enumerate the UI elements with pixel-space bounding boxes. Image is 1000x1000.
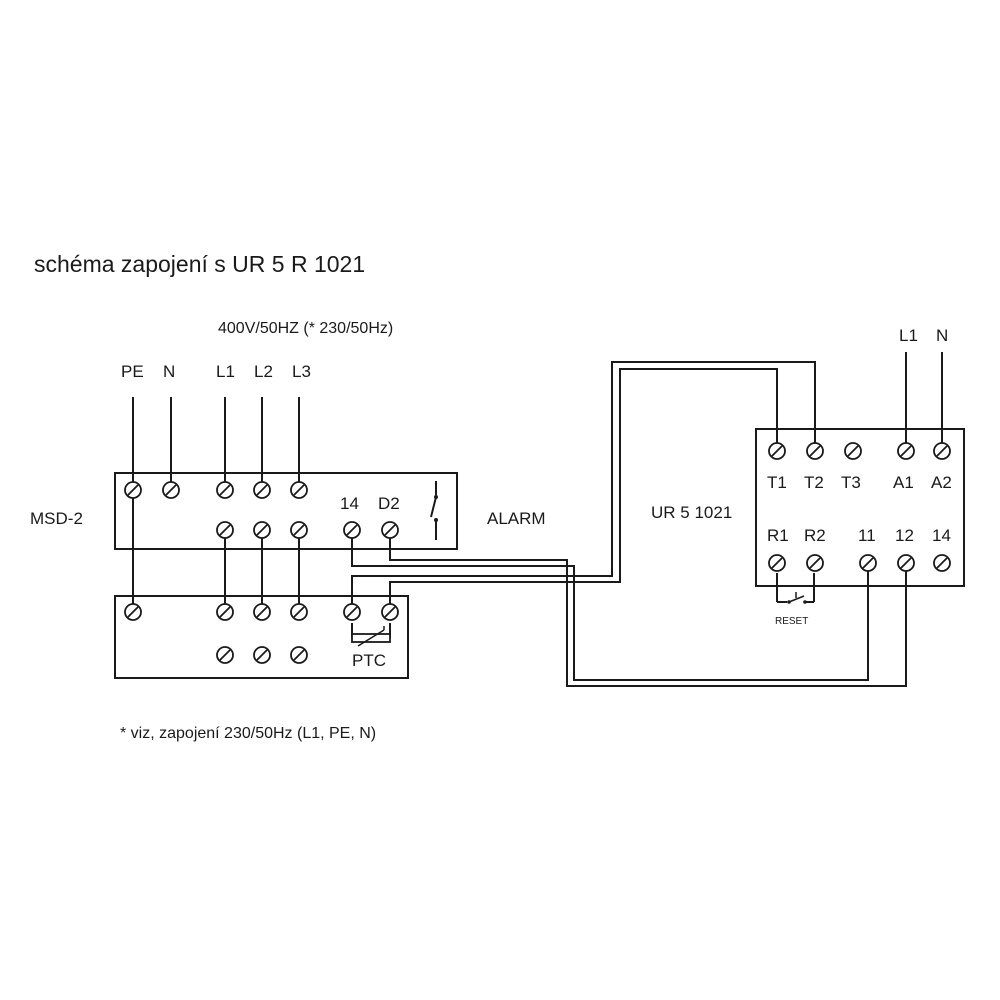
- relay-label-14: 14: [932, 526, 951, 545]
- msd-terminal-l3-icon: [290, 481, 308, 499]
- relay-supply-label-l1: L1: [899, 326, 918, 345]
- alarm-terminal-d2-label: D2: [378, 494, 400, 513]
- wire-ptc-to-t2: [351, 361, 816, 612]
- wire-alarm14-to-11: [351, 530, 869, 681]
- relay-terminal-t3-icon: [844, 442, 862, 460]
- motor-terminal-v2-icon: [290, 646, 308, 664]
- relay-name-label: UR 5 1021: [651, 503, 732, 522]
- motor-terminal-u2-icon: [253, 646, 271, 664]
- alarm-contact-symbol: [430, 481, 438, 540]
- diagram-title: schéma zapojení s UR 5 R 1021: [34, 251, 365, 277]
- relay-label-t1: T1: [767, 473, 787, 492]
- relay-terminal-11-icon: [859, 554, 877, 572]
- relay-terminal-r1-icon: [768, 554, 786, 572]
- mains-label-l2: L2: [254, 362, 273, 381]
- relay-label-r2: R2: [804, 526, 826, 545]
- msd-terminal-l2-icon: [253, 481, 271, 499]
- wire-alarmd2-to-12: [389, 530, 907, 687]
- relay-label-a2: A2: [931, 473, 952, 492]
- terminals: [124, 442, 951, 664]
- relay-label-r1: R1: [767, 526, 789, 545]
- motor-terminal-ptc-a-icon: [343, 603, 361, 621]
- mains-label-n: N: [163, 362, 175, 381]
- msd-terminal-v-icon: [253, 521, 271, 539]
- mains-label-l3: L3: [292, 362, 311, 381]
- relay-label-12: 12: [895, 526, 914, 545]
- footnote: * viz, zapojení 230/50Hz (L1, PE, N): [120, 725, 376, 742]
- msd-2-label: MSD-2: [30, 509, 83, 528]
- alarm-terminal-14-label: 14: [340, 494, 359, 513]
- mains-label-l1: L1: [216, 362, 235, 381]
- wire-ptc-to-t1: [389, 368, 778, 612]
- relay-label-11: 11: [858, 526, 876, 545]
- relay-terminal-14-icon: [933, 554, 951, 572]
- msd-terminal-pe-icon: [124, 481, 142, 499]
- relay-label-t3: T3: [841, 473, 861, 492]
- motor-terminal-ptc-b-icon: [381, 603, 399, 621]
- relay-terminal-r2-icon: [806, 554, 824, 572]
- relay-supply-label-n: N: [936, 326, 948, 345]
- ptc-label: PTC: [352, 651, 386, 670]
- relay-terminal-a2-icon: [933, 442, 951, 460]
- alarm-label: ALARM: [487, 509, 546, 528]
- relay-terminal-t2-icon: [806, 442, 824, 460]
- msd-terminal-l1-icon: [216, 481, 234, 499]
- motor-terminal-w1-icon: [290, 603, 308, 621]
- relay-label-t2: T2: [804, 473, 824, 492]
- relay-terminal-t1-icon: [768, 442, 786, 460]
- msd-terminal-d2-icon: [381, 521, 399, 539]
- reset-label: RESET: [775, 616, 808, 627]
- mains-label-pe: PE: [121, 362, 144, 381]
- ptc-thermistor-symbol: [351, 623, 391, 647]
- motor-terminal-w2-icon: [216, 646, 234, 664]
- msd-terminal-n-icon: [162, 481, 180, 499]
- msd-terminal-w-icon: [290, 521, 308, 539]
- relay-terminal-a1-icon: [897, 442, 915, 460]
- msd-terminal-14-icon: [343, 521, 361, 539]
- motor-terminal-v1-icon: [253, 603, 271, 621]
- reset-button-symbol: [776, 573, 815, 604]
- motor-terminal-pe-icon: [124, 603, 142, 621]
- msd-terminal-u-icon: [216, 521, 234, 539]
- relay-terminal-12-icon: [897, 554, 915, 572]
- wires: [132, 352, 943, 687]
- relay-label-a1: A1: [893, 473, 914, 492]
- motor-terminal-u1-icon: [216, 603, 234, 621]
- supply-voltage-label: 400V/50HZ (* 230/50Hz): [218, 320, 393, 337]
